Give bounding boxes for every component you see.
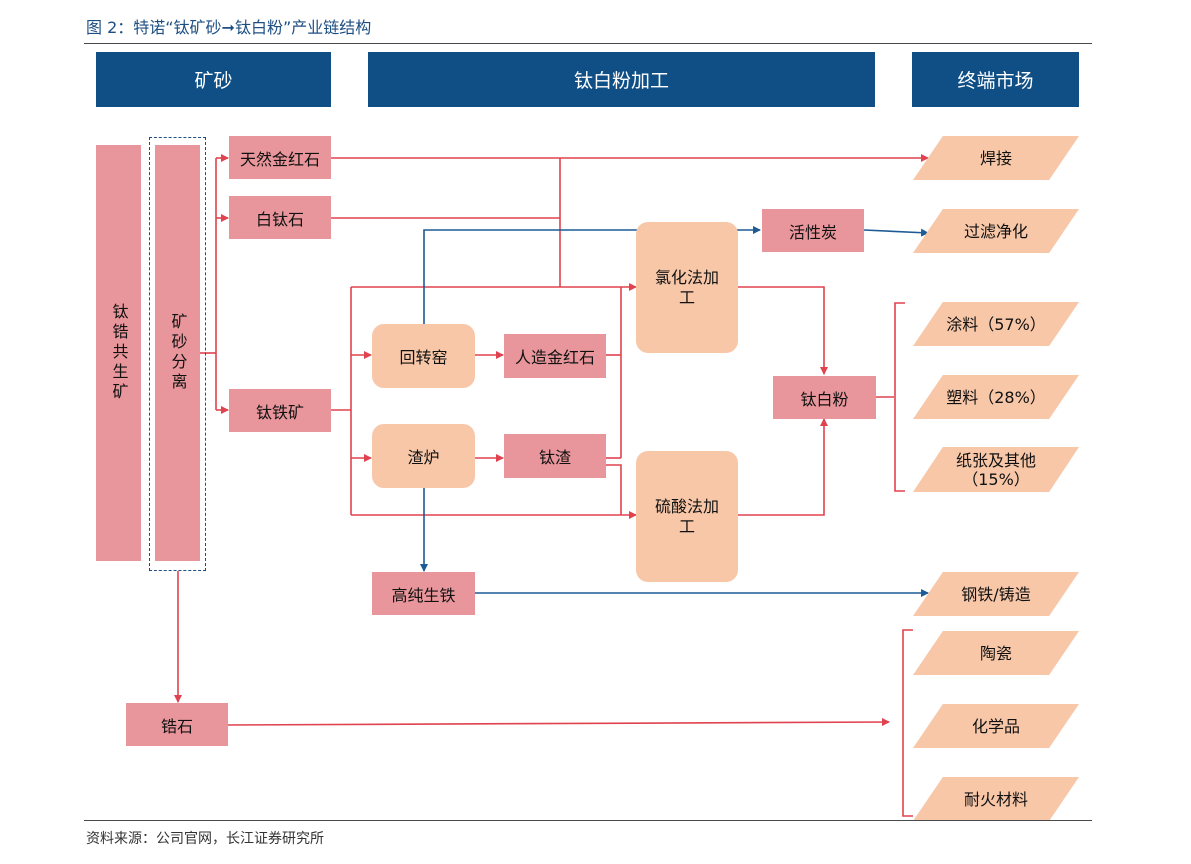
- node-sulfate-process: 硫酸法加工: [636, 451, 738, 582]
- node-slag-furnace: 渣炉: [372, 424, 475, 488]
- top-divider: [84, 43, 1092, 44]
- market-refractories: 耐火材料: [913, 777, 1079, 821]
- market-ceramics: 陶瓷: [913, 631, 1079, 675]
- node-ti-zr-ore-label: 钛锆共生矿: [109, 303, 129, 403]
- market-refractories-label: 耐火材料: [963, 789, 1028, 809]
- node-leucoxene: 白钛石: [229, 196, 331, 239]
- node-chloride-process: 氯化法加工: [636, 222, 738, 353]
- market-coatings: 涂料（57%）: [913, 302, 1079, 346]
- header-ore: 矿砂: [96, 52, 331, 107]
- market-chemicals-label: 化学品: [971, 716, 1020, 736]
- node-tio2: 钛白粉: [773, 376, 876, 419]
- source-note: 资料来源：公司官网，长江证券研究所: [86, 831, 324, 847]
- node-rutile: 天然金红石: [229, 136, 331, 179]
- market-steel: 钢铁/铸造: [913, 572, 1079, 616]
- node-pig-iron: 高纯生铁: [372, 572, 475, 615]
- node-separation-label: 矿砂分离: [168, 313, 188, 393]
- node-activated-carbon: 活性炭: [762, 209, 864, 252]
- market-coatings-label: 涂料（57%）: [946, 314, 1046, 334]
- figure-title: 图 2：特诺“钛矿砂➞钛白粉”产业链结构: [86, 18, 372, 37]
- market-welding: 焊接: [913, 136, 1079, 180]
- market-paper-other-share: （15%）: [962, 469, 1030, 489]
- separation-dashed-frame: [149, 137, 206, 571]
- header-market: 终端市场: [912, 52, 1079, 107]
- node-synthetic-rutile: 人造金红石: [504, 334, 606, 378]
- market-paper-other-label: 纸张及其他: [955, 450, 1036, 470]
- market-welding-label: 焊接: [979, 148, 1012, 168]
- market-plastics-label: 塑料（28%）: [946, 387, 1046, 407]
- node-ti-zr-ore: 钛锆共生矿: [96, 145, 141, 561]
- node-zircon: 锆石: [126, 703, 228, 746]
- market-steel-label: 钢铁/铸造: [961, 584, 1031, 604]
- market-plastics: 塑料（28%）: [913, 375, 1079, 419]
- node-ti-slag: 钛渣: [504, 434, 606, 478]
- node-separation: 矿砂分离: [155, 145, 200, 561]
- market-ceramics-label: 陶瓷: [979, 643, 1012, 663]
- node-ilmenite: 钛铁矿: [229, 389, 331, 432]
- market-filtration: 过滤净化: [913, 209, 1079, 253]
- header-processing: 钛白粉加工: [368, 52, 875, 107]
- market-paper-other: 纸张及其他（15%）: [913, 447, 1079, 492]
- market-filtration-label: 过滤净化: [963, 221, 1028, 241]
- bottom-divider: [84, 820, 1092, 821]
- market-chemicals: 化学品: [913, 704, 1079, 748]
- node-rotary-kiln: 回转窑: [372, 324, 475, 388]
